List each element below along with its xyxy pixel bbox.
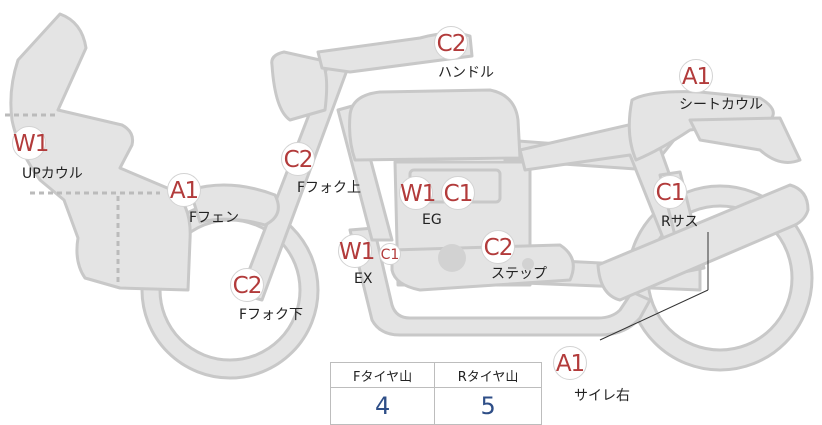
ex-label: EX bbox=[354, 271, 373, 287]
r-sus-label: Rサス bbox=[661, 214, 699, 230]
fuel-tank bbox=[348, 88, 522, 162]
up-cowl-grade-badge: W1 bbox=[12, 126, 49, 160]
handle-label: ハンドル bbox=[438, 65, 494, 81]
front-tire-value: 4 bbox=[329, 387, 436, 425]
f-fork-upper-grade-badge: C2 bbox=[281, 142, 315, 176]
handle-grade-badge: C2 bbox=[434, 26, 468, 60]
muffler bbox=[596, 183, 810, 302]
ex-w-grade-badge: W1 bbox=[338, 234, 375, 268]
f-fender-label: Fフェン bbox=[189, 210, 240, 226]
rear-tire-value: 5 bbox=[434, 387, 542, 425]
front-tire-header: Fタイヤ山 bbox=[329, 362, 436, 388]
ex-c-grade-badge: C1 bbox=[379, 243, 401, 265]
seat-cowl-label: シートカウル bbox=[679, 97, 763, 113]
f-fender-grade-badge: A1 bbox=[167, 173, 201, 207]
f-fork-lower-grade-badge: C2 bbox=[230, 268, 264, 302]
front-fender bbox=[188, 183, 280, 227]
headlight-stay bbox=[270, 50, 329, 122]
tire-tread-table: Fタイヤ山 Rタイヤ山 4 5 bbox=[329, 362, 542, 425]
slider-right-grade-badge: A1 bbox=[553, 346, 587, 380]
eg-c-grade-badge: C1 bbox=[441, 176, 475, 210]
rear-tire-header: Rタイヤ山 bbox=[434, 362, 542, 388]
f-fork-upper-label: Fフォク上 bbox=[297, 180, 362, 196]
seat-cowl-grade-badge: A1 bbox=[679, 59, 713, 93]
r-sus-grade-badge: C1 bbox=[653, 175, 687, 209]
eg-label: EG bbox=[422, 212, 442, 228]
f-fork-lower-label: Fフォク下 bbox=[239, 307, 304, 323]
up-cowl-label: UPカウル bbox=[22, 166, 83, 182]
step-grade-badge: C2 bbox=[481, 230, 515, 264]
eg-w-grade-badge: W1 bbox=[399, 176, 436, 210]
front-fairing bbox=[9, 12, 192, 292]
step-label: ステップ bbox=[491, 266, 547, 282]
slider-right-label: サイレ右 bbox=[574, 388, 630, 404]
